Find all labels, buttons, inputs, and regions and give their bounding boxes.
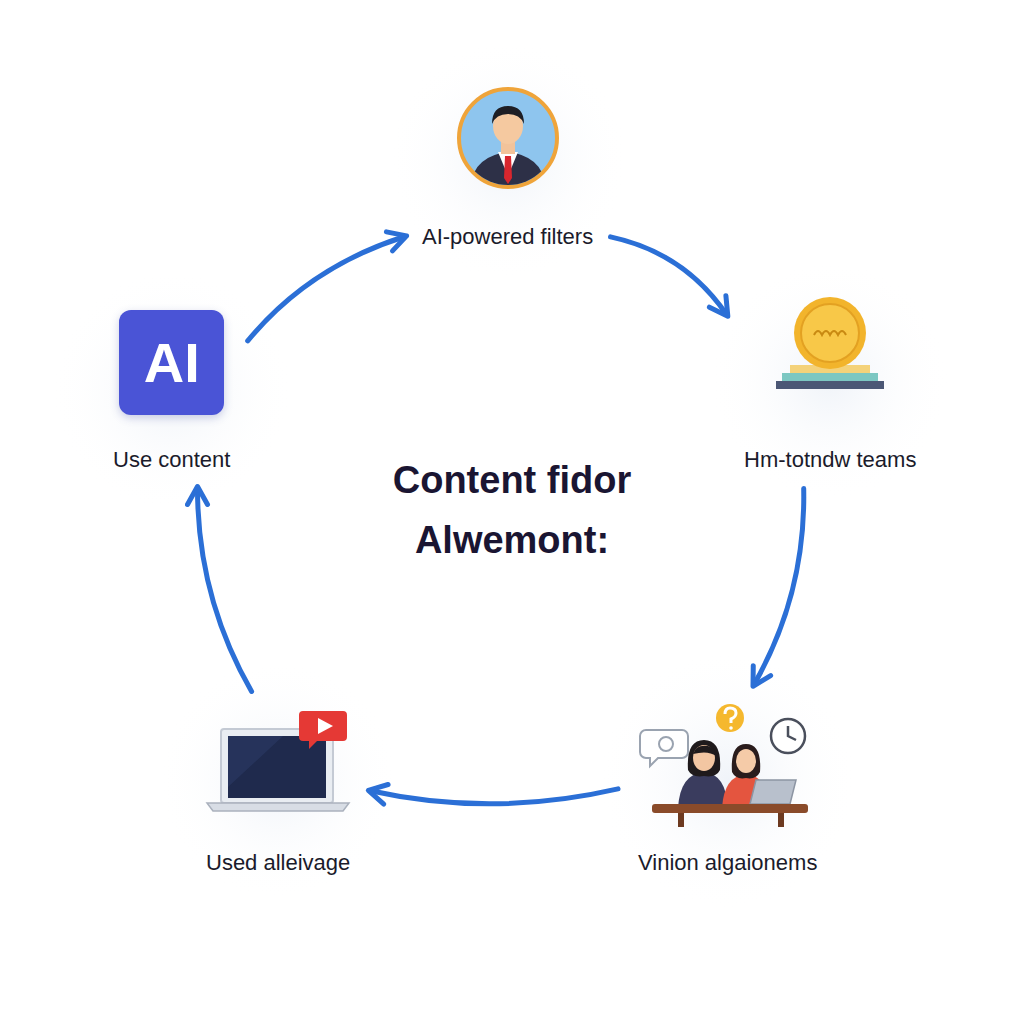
screen-shine (228, 736, 283, 787)
stack-bar (776, 381, 884, 389)
bubble-face (659, 737, 673, 751)
step-label: AI-powered filters (418, 224, 597, 250)
icon-space (770, 295, 890, 395)
glow (158, 660, 398, 900)
step-node: Used alleivage (202, 707, 354, 876)
video-badge (299, 711, 347, 749)
icon-space (203, 707, 353, 817)
desk-leg (778, 813, 784, 827)
glow (388, 40, 628, 280)
person-figure (470, 106, 546, 190)
icon-space (456, 86, 560, 190)
cycle-arrow (611, 237, 727, 315)
icon-space (638, 700, 818, 830)
step-node: AI-powered filters (418, 86, 597, 250)
diagram-title: Content fidor Alwemont: (352, 450, 672, 570)
step-label: Hm-totndw teams (740, 447, 920, 473)
cycle-arrow (754, 489, 804, 685)
cycle-arrow (370, 789, 618, 804)
person-avatar-icon (456, 86, 560, 190)
step-label: Used alleivage (202, 850, 354, 876)
play-symbol (318, 718, 333, 734)
speech-bubble (640, 730, 688, 766)
question-bubble (716, 704, 744, 732)
laptop-base (207, 803, 349, 811)
coin-face (801, 304, 859, 362)
avatar-ring (459, 89, 557, 187)
cycle-arrow (198, 489, 252, 692)
step-label: Use content (109, 447, 234, 473)
step-label: Vinion algaionems (634, 850, 821, 876)
stack-bar (782, 373, 878, 381)
desk (652, 804, 808, 813)
question-mark (725, 708, 736, 723)
step-node: Vinion algaionems (634, 700, 821, 876)
step-node: AI Use content (109, 310, 234, 473)
coin-stack-icon (770, 295, 890, 395)
ai-logo-square: AI (119, 310, 224, 415)
glow (52, 270, 292, 510)
laptop (750, 780, 796, 804)
glow (710, 260, 950, 500)
woman-left (678, 740, 728, 808)
coin-engraving (814, 331, 846, 335)
laptop-video-icon (203, 707, 353, 817)
cycle-arrow (248, 237, 405, 341)
question-dot (729, 726, 733, 730)
team-meeting-icon (638, 700, 818, 830)
desk-leg (678, 813, 684, 827)
coin (794, 297, 866, 369)
clock (771, 719, 805, 753)
clock-hands (788, 726, 796, 740)
step-node: Hm-totndw teams (740, 295, 920, 473)
glow (598, 650, 858, 910)
